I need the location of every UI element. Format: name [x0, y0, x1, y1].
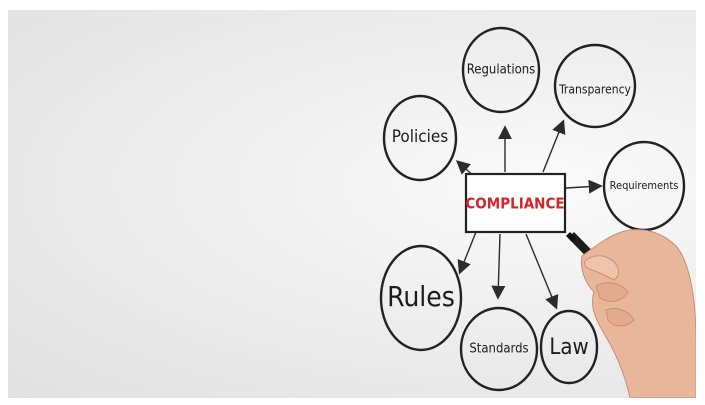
node-law: Law	[539, 309, 599, 385]
arrow-to-standards	[491, 233, 506, 300]
arrow-to-rules	[457, 231, 477, 275]
node-policies-label: Policies	[392, 127, 449, 147]
arrow-to-law	[525, 233, 559, 310]
node-regulations-label: Regulations	[467, 63, 536, 78]
node-requirements: Requirements	[602, 140, 686, 232]
node-rules: Rules	[379, 244, 463, 352]
node-policies: Policies	[382, 94, 458, 182]
compliance-mind-map: Regulations Transparency Policies Requir…	[379, 26, 696, 398]
node-standards: Standards	[459, 306, 539, 392]
image-frame: Regulations Transparency Policies Requir…	[8, 10, 696, 398]
node-transparency-label: Transparency	[558, 83, 631, 97]
center-compliance-label: COMPLIANCE	[465, 195, 564, 213]
arrow-to-requirements	[565, 179, 603, 194]
node-law-label: Law	[549, 335, 588, 360]
node-regulations: Regulations	[461, 26, 541, 114]
node-requirements-label: Requirements	[610, 179, 679, 192]
hand-with-marker-illustration	[566, 229, 696, 398]
arrow-to-transparency	[542, 119, 566, 173]
center-compliance: COMPLIANCE	[464, 172, 567, 234]
node-rules-label: Rules	[387, 280, 455, 313]
node-transparency: Transparency	[553, 43, 637, 129]
node-standards-label: Standards	[469, 342, 528, 357]
